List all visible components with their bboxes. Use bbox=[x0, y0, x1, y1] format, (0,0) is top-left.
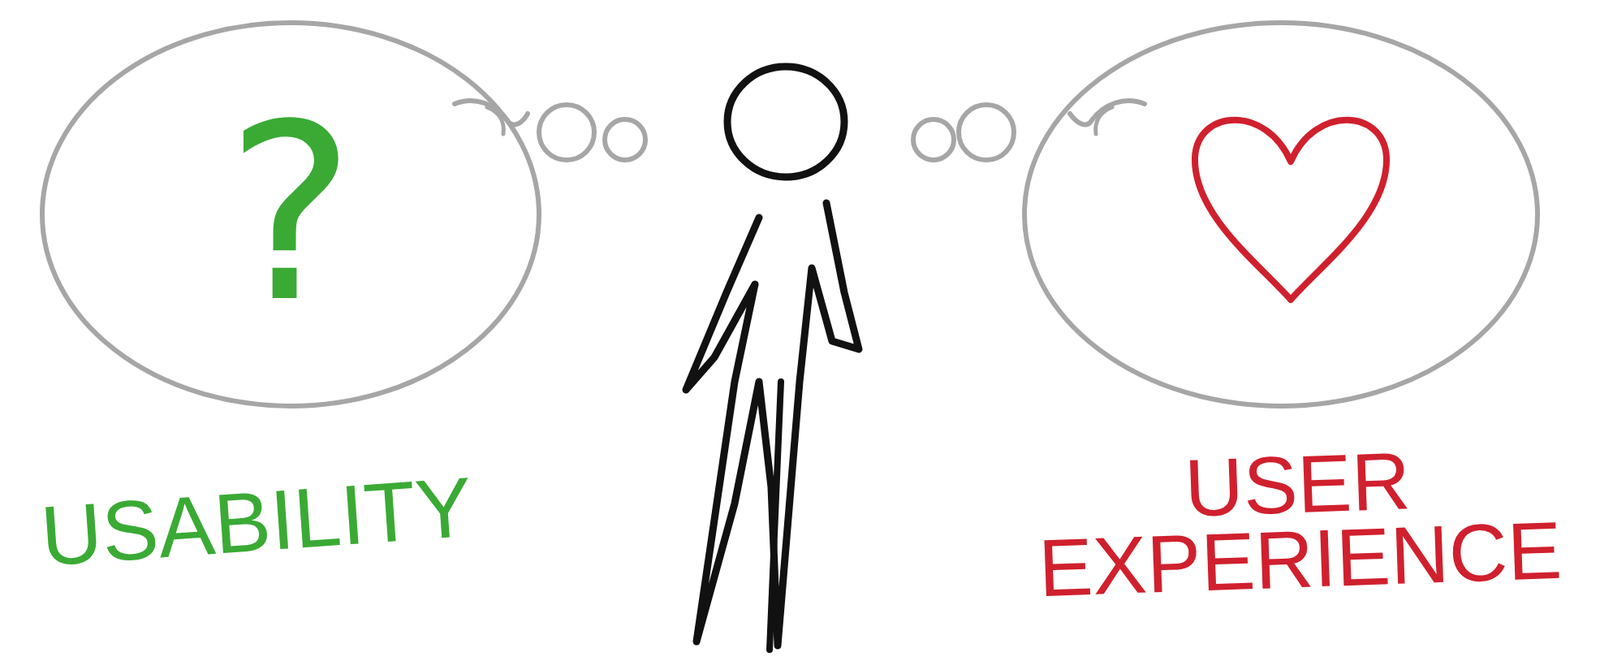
question-symbol: ? bbox=[225, 92, 355, 337]
bubble-ellipse bbox=[42, 22, 540, 406]
thought-dot bbox=[913, 119, 954, 160]
heart-symbol bbox=[1194, 120, 1387, 300]
thought-dot bbox=[539, 104, 595, 160]
thought-bubble: ? USABILITY bbox=[32, 16, 553, 585]
user-experience-label: USER EXPERIENCE bbox=[1012, 436, 1586, 606]
thought-dot bbox=[958, 104, 1014, 160]
usability-label: USABILITY bbox=[38, 462, 546, 576]
thought-bubble: USER EXPERIENCE bbox=[1014, 16, 1588, 626]
thought-dot bbox=[604, 119, 646, 160]
bubble-tail bbox=[1095, 107, 1113, 134]
bubble-tail bbox=[1069, 100, 1145, 125]
bubble-ellipse bbox=[1024, 22, 1538, 406]
figure-leg bbox=[769, 381, 781, 650]
figure-head bbox=[727, 66, 845, 177]
